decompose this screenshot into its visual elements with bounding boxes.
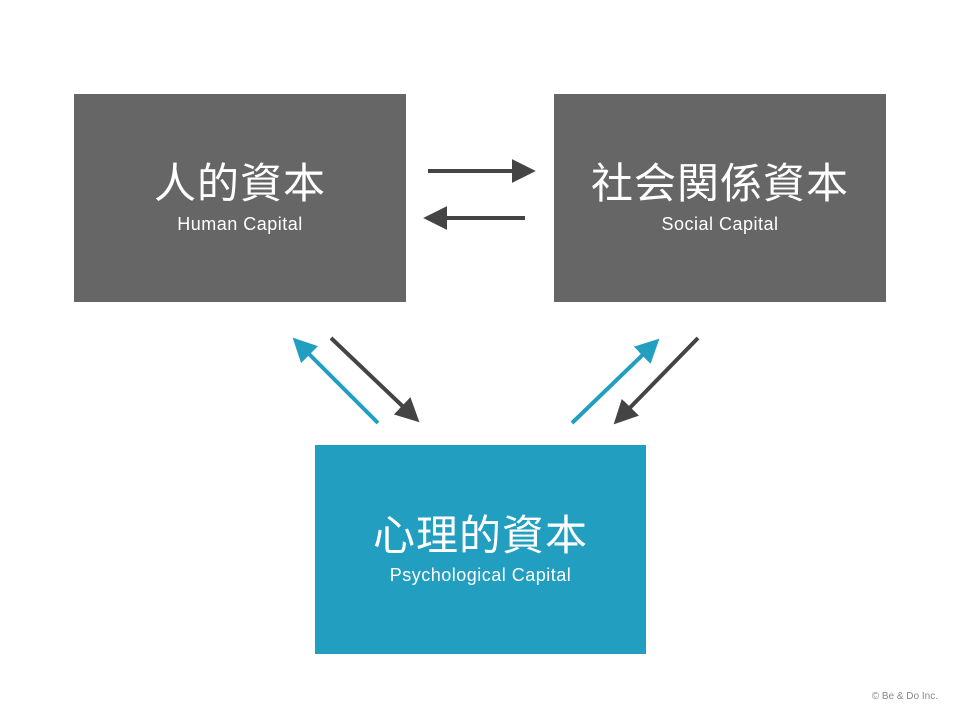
psychological-capital-box: 心理的資本 Psychological Capital	[315, 445, 646, 654]
psychological-capital-title: 心理的資本	[372, 510, 588, 560]
human-capital-subtitle: Human Capital	[177, 213, 303, 234]
social-capital-title: 社会関係資本	[590, 159, 849, 209]
human-capital-box: 人的資本 Human Capital	[74, 94, 406, 302]
arrow-social-to-psychological	[613, 336, 700, 425]
social-capital-box: 社会関係資本 Social Capital	[554, 94, 886, 302]
arrow-psychological-to-human	[292, 337, 380, 425]
social-capital-subtitle: Social Capital	[661, 213, 779, 234]
arrow-psychological-to-social	[570, 338, 660, 425]
psychological-capital-subtitle: Psychological Capital	[389, 565, 572, 586]
arrow-human-to-psychological	[329, 336, 420, 423]
human-capital-title: 人的資本	[153, 159, 326, 209]
copyright-text: © Be & Do Inc.	[871, 691, 938, 702]
